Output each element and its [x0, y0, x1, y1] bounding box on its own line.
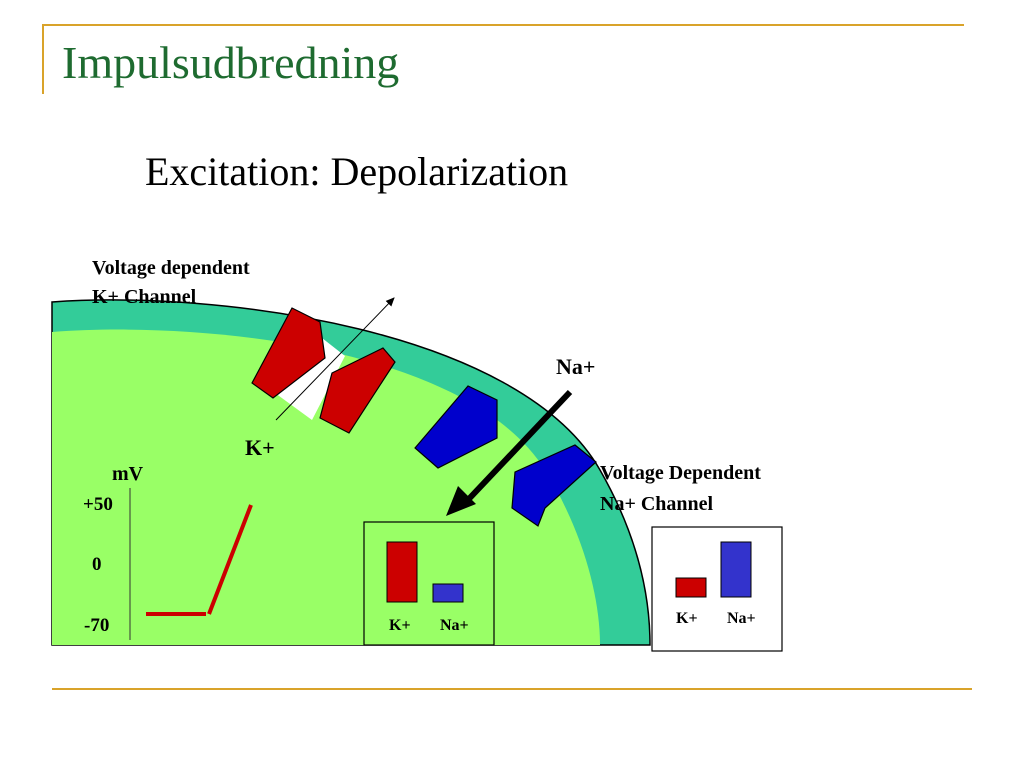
slide-title: Impulsudbredning	[62, 37, 400, 88]
k-ion-label: K+	[245, 435, 275, 460]
outside-na-label: Na+	[727, 610, 756, 627]
inside-na-label: Na+	[440, 617, 469, 634]
k-efflux-arrow-icon	[275, 297, 395, 421]
bottom-rule	[52, 688, 972, 690]
k-channel-label-line1: Voltage dependent	[92, 257, 250, 279]
outside-concentration-box: K+ Na+	[651, 526, 783, 652]
na-channel-icon	[414, 385, 498, 469]
trace-rising-segment	[207, 504, 253, 615]
k-channel-icon	[319, 347, 396, 434]
voltage-trace-plot: mV +50 0 -70	[83, 463, 253, 640]
k-channel-icon	[251, 307, 326, 399]
na-influx-arrow-icon	[463, 389, 573, 505]
left-rule	[42, 24, 44, 94]
mv-unit-label: mV	[112, 463, 144, 485]
na-channel-label-line1: Voltage Dependent	[600, 462, 761, 484]
inside-k-bar	[386, 541, 418, 603]
na-ion-label: Na+	[556, 354, 595, 379]
arrow-icon	[446, 486, 476, 516]
outside-k-label: K+	[676, 610, 698, 627]
top-rule	[42, 24, 964, 26]
inside-na-bar	[432, 583, 464, 603]
tick-label-plus50: +50	[83, 494, 113, 515]
outside-na-bar	[720, 541, 752, 598]
inside-k-label: K+	[389, 617, 411, 634]
tick-label-minus70: -70	[84, 615, 109, 636]
tick-label-zero: 0	[92, 554, 102, 575]
diagram-title: Excitation: Depolarization	[145, 149, 568, 194]
na-channel-label-line2: Na+ Channel	[600, 493, 714, 515]
k-channel-pore	[275, 338, 345, 420]
na-channel-icon	[511, 444, 597, 527]
inside-concentration-box: K+ Na+	[363, 521, 495, 646]
k-channel-label-line2: K+ Channel	[92, 286, 197, 308]
outside-k-bar	[675, 577, 707, 598]
